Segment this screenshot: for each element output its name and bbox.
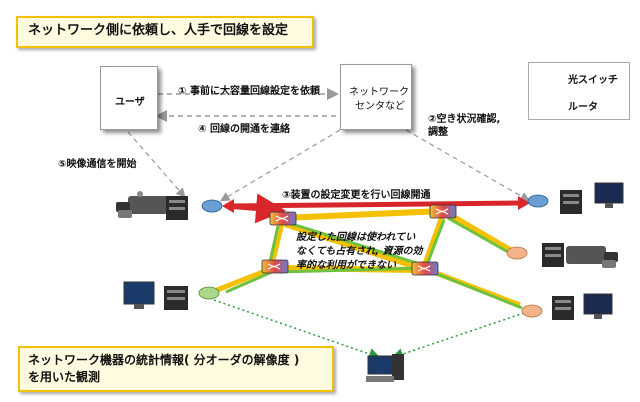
green-diag: [285, 220, 427, 268]
center-label-line2: センタなど: [355, 101, 405, 112]
server-icon: [552, 296, 574, 320]
red-line-main: [225, 200, 527, 209]
red-arrowhead-left: [222, 199, 234, 213]
router-icon: [506, 246, 528, 260]
bottom-callout: ネットワーク機器の統計情報( 分オーダの解像度 ) を用いた観測: [18, 346, 334, 392]
title-text: ネットワーク側に依頼し、人手で回線を設定: [28, 23, 289, 38]
green-right-mid: [447, 216, 509, 254]
step2-label-line1: ②空き状況確認,: [428, 114, 501, 125]
legend-router-label: ルータ: [568, 102, 598, 113]
server-icon: [542, 243, 564, 267]
server-icon: [166, 196, 188, 220]
bottom-note-line2: を用いた観測: [28, 370, 101, 384]
step3-label: ③装置の設定変更を行い回線開通: [282, 190, 431, 201]
legend: [528, 62, 630, 120]
bottom-note-line1: ネットワーク機器の統計情報( 分オーダの解像度 ): [28, 353, 300, 367]
green-right-vert: [426, 219, 446, 263]
computer-icon: [366, 354, 404, 382]
green-left: [225, 270, 273, 294]
monitor-icon: [123, 281, 155, 309]
mesh-left-yellow: [269, 224, 284, 263]
step2-label-line2: 調整: [428, 127, 448, 138]
camera-icon: [116, 191, 168, 218]
router-icon: [521, 304, 543, 318]
mesh-to-left-bottom: [211, 267, 269, 295]
center-label-line1: ネットワーク: [349, 87, 409, 98]
step1-label: ① 事前に大容量回線設定を依頼: [178, 86, 320, 97]
annotation-line3: 率的な利用ができない: [296, 260, 396, 271]
mesh-diag-yellow: [284, 221, 421, 271]
optical-switch-icon: [429, 204, 457, 219]
router-icon: [527, 194, 549, 208]
observation-left: [213, 299, 381, 360]
center-to-left-router: [219, 129, 341, 202]
camera-icon: [566, 246, 618, 268]
router-icon: [198, 286, 220, 300]
annotation-line2: なくても占有され, 資源の効: [296, 246, 423, 257]
optical-switch-icon: [411, 261, 439, 276]
monitor-icon: [594, 182, 624, 208]
monitor-icon: [583, 293, 613, 319]
observation-right: [391, 312, 525, 360]
optical-switch-icon: [261, 259, 289, 274]
user-label: ユーザ: [115, 97, 145, 108]
green-right-bottom: [431, 270, 523, 310]
annotation-line1: 設定した回線は使われてい: [296, 232, 416, 243]
router-icon: [201, 199, 223, 213]
red-arrowhead-right: [518, 196, 530, 210]
center-to-right-router: [405, 129, 531, 202]
optical-switch-icon: [269, 211, 297, 226]
server-icon: [560, 190, 582, 214]
mesh-right-yellow: [422, 216, 445, 267]
step4-label: ④ 回線の開通を連絡: [198, 124, 290, 135]
mesh-to-right-mid: [448, 212, 512, 253]
green-bottom: [277, 266, 427, 274]
title-callout: ネットワーク側に依頼し、人手で回線を設定: [16, 16, 314, 48]
mesh-top-yellow: [282, 208, 443, 221]
server-icon: [164, 286, 188, 310]
green-left-vert: [268, 225, 280, 263]
step5-label: ⑤映像通信を開始: [58, 159, 137, 170]
legend-optical-switch-label: 光スイッチ: [568, 75, 618, 86]
user-box: ユーザ: [100, 66, 158, 130]
center-box: ネットワーク センタなど: [340, 64, 412, 130]
